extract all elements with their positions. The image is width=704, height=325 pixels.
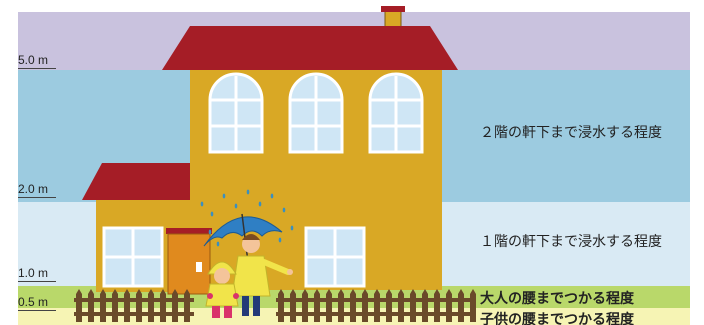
band-text-first-floor: １階の軒下まで浸水する程度 [480, 233, 662, 249]
depth-label-0-5m: 0.5 m [18, 295, 56, 311]
upper-window-middle [288, 72, 344, 154]
chimney-cap [381, 6, 405, 12]
main-roof [162, 26, 458, 70]
lower-window-left [102, 226, 164, 288]
front-door [166, 228, 212, 295]
fence-right [276, 289, 476, 322]
band-text-adult-waist: 大人の腰までつかる程度 [480, 290, 634, 306]
depth-label-5-0m: 5.0 m [18, 53, 56, 69]
rain-drops [200, 189, 294, 247]
annex-roof [82, 163, 190, 200]
child-figure [205, 261, 239, 318]
upper-window-left [208, 72, 264, 154]
band-text-child-waist: 子供の腰までつかる程度 [480, 311, 634, 325]
fence-left [74, 289, 194, 322]
upper-window-right [368, 72, 424, 154]
lower-window-right [304, 226, 366, 288]
band-text-second-floor: ２階の軒下まで浸水する程度 [480, 124, 662, 140]
depth-label-2-0m: 2.0 m [18, 182, 56, 198]
adult-figure [231, 234, 293, 316]
depth-label-1-0m: 1.0 m [18, 266, 56, 282]
